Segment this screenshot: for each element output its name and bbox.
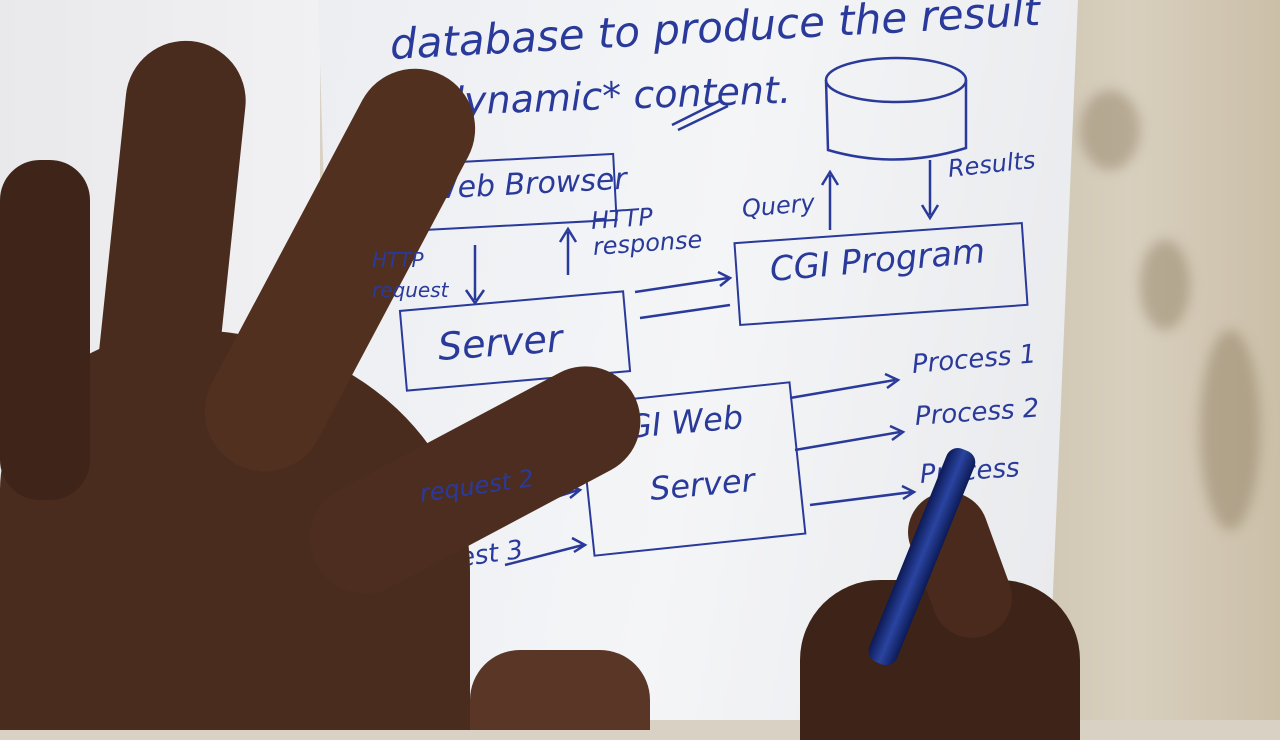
http-response-label: HTTP response: [590, 202, 704, 261]
thumb: [470, 650, 650, 730]
finger: [0, 160, 90, 500]
wall-stain: [1140, 240, 1190, 330]
wall-stain: [1200, 330, 1260, 530]
http-request-label: HTTP request: [372, 248, 449, 302]
server-label: Server: [436, 316, 564, 369]
wall-stain: [1080, 90, 1140, 170]
